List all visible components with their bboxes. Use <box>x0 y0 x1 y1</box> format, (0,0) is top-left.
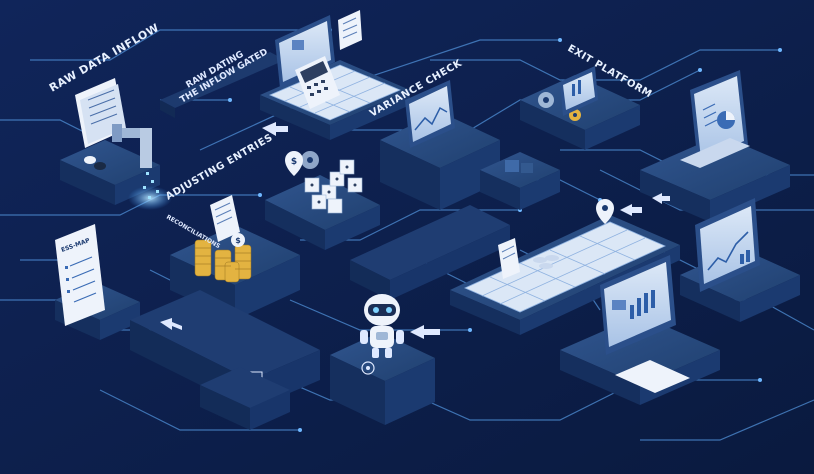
raw-dating-board <box>160 52 285 118</box>
arrow-icon <box>620 193 670 216</box>
grid-sheet <box>464 221 666 313</box>
gear-icon <box>538 92 581 121</box>
svg-text:$: $ <box>235 236 241 245</box>
bottom-station <box>200 367 290 430</box>
monitor-station-bottom <box>560 255 720 405</box>
location-pin-icon <box>596 199 614 224</box>
calculator-icon <box>295 56 340 109</box>
coins-icon <box>194 239 252 283</box>
checklist-station: ESS-MAP <box>55 224 140 340</box>
variance-check-station <box>380 80 500 210</box>
monitor-chart-icon <box>600 255 676 355</box>
raw-data-inflow-station <box>60 78 172 210</box>
arrow-icon <box>262 122 288 136</box>
laptop-icon <box>275 15 335 88</box>
data-droplets <box>143 172 159 199</box>
server-station <box>480 152 560 210</box>
document-forms-icon <box>338 10 362 50</box>
laptop-icon <box>680 70 750 168</box>
location-pin-icon <box>361 361 375 375</box>
checklist-icon: ESS-MAP <box>55 224 105 326</box>
gear-icon <box>301 151 319 169</box>
adjusting-entries-station: $ <box>265 151 380 250</box>
monitor-station-right <box>680 198 800 322</box>
coins-icon <box>533 255 559 269</box>
central-platform <box>350 205 510 300</box>
location-pin-icon: $ <box>285 151 303 176</box>
reconciliations-station: $ <box>170 195 300 320</box>
document-icon <box>498 238 520 279</box>
arrow-icon <box>160 318 182 330</box>
pills-icon <box>84 156 106 170</box>
monitor-icon <box>560 66 598 116</box>
svg-text:$: $ <box>291 157 297 167</box>
spreadsheet-station <box>450 199 680 335</box>
calculator-station <box>260 10 410 140</box>
monitor-chart-icon <box>695 198 760 292</box>
robot-station <box>330 294 440 425</box>
water-tap-icon <box>112 124 152 168</box>
robot-icon <box>360 294 404 358</box>
exit-platform-station <box>520 66 640 150</box>
laptop-station <box>640 70 790 222</box>
document-icon: $ <box>210 195 245 247</box>
monitor-chart-icon <box>405 80 455 148</box>
arrow-icon <box>410 325 440 339</box>
